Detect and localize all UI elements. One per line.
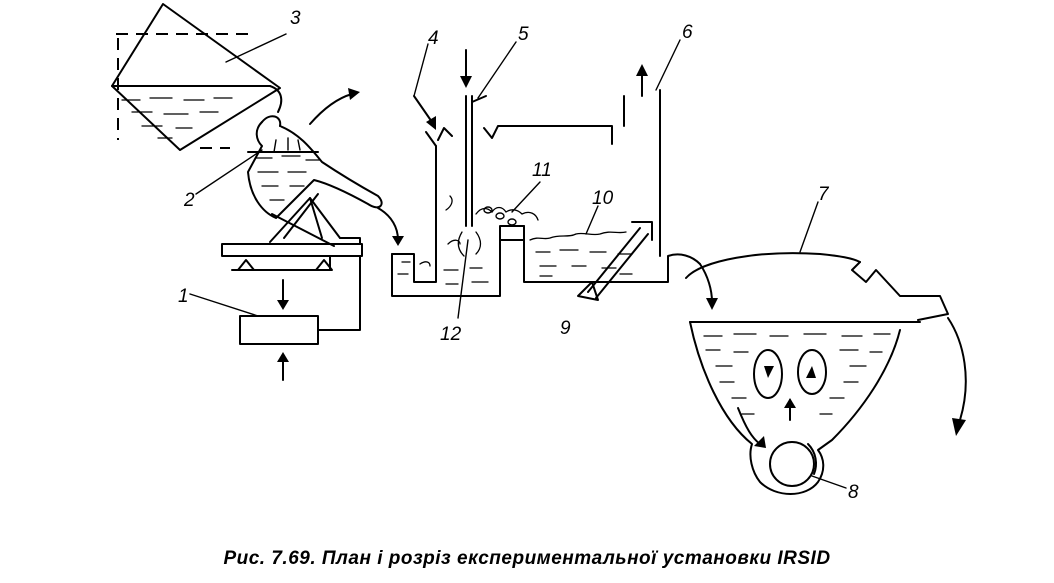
label-11: 11	[532, 160, 552, 181]
reactor-trough	[391, 49, 701, 301]
settler-7	[685, 252, 967, 495]
label-1: 1	[178, 286, 189, 307]
flow-arrows	[309, 88, 404, 246]
label-3: 3	[290, 8, 301, 29]
label-10: 10	[592, 188, 614, 209]
label-7: 7	[818, 184, 830, 205]
support-frame	[221, 193, 363, 331]
ladle-3	[111, 3, 283, 151]
label-6: 6	[682, 22, 693, 43]
controller-box-1	[239, 279, 319, 381]
leader-lines	[189, 33, 847, 489]
label-12: 12	[440, 324, 462, 345]
label-8: 8	[848, 482, 859, 503]
label-9: 9	[560, 318, 571, 339]
label-4: 4	[428, 28, 439, 49]
tundish-2	[247, 115, 383, 219]
label-5: 5	[518, 24, 529, 45]
label-2: 2	[183, 190, 195, 211]
figure-caption: Рис. 7.69. План і розріз експериментальн…	[223, 548, 831, 569]
